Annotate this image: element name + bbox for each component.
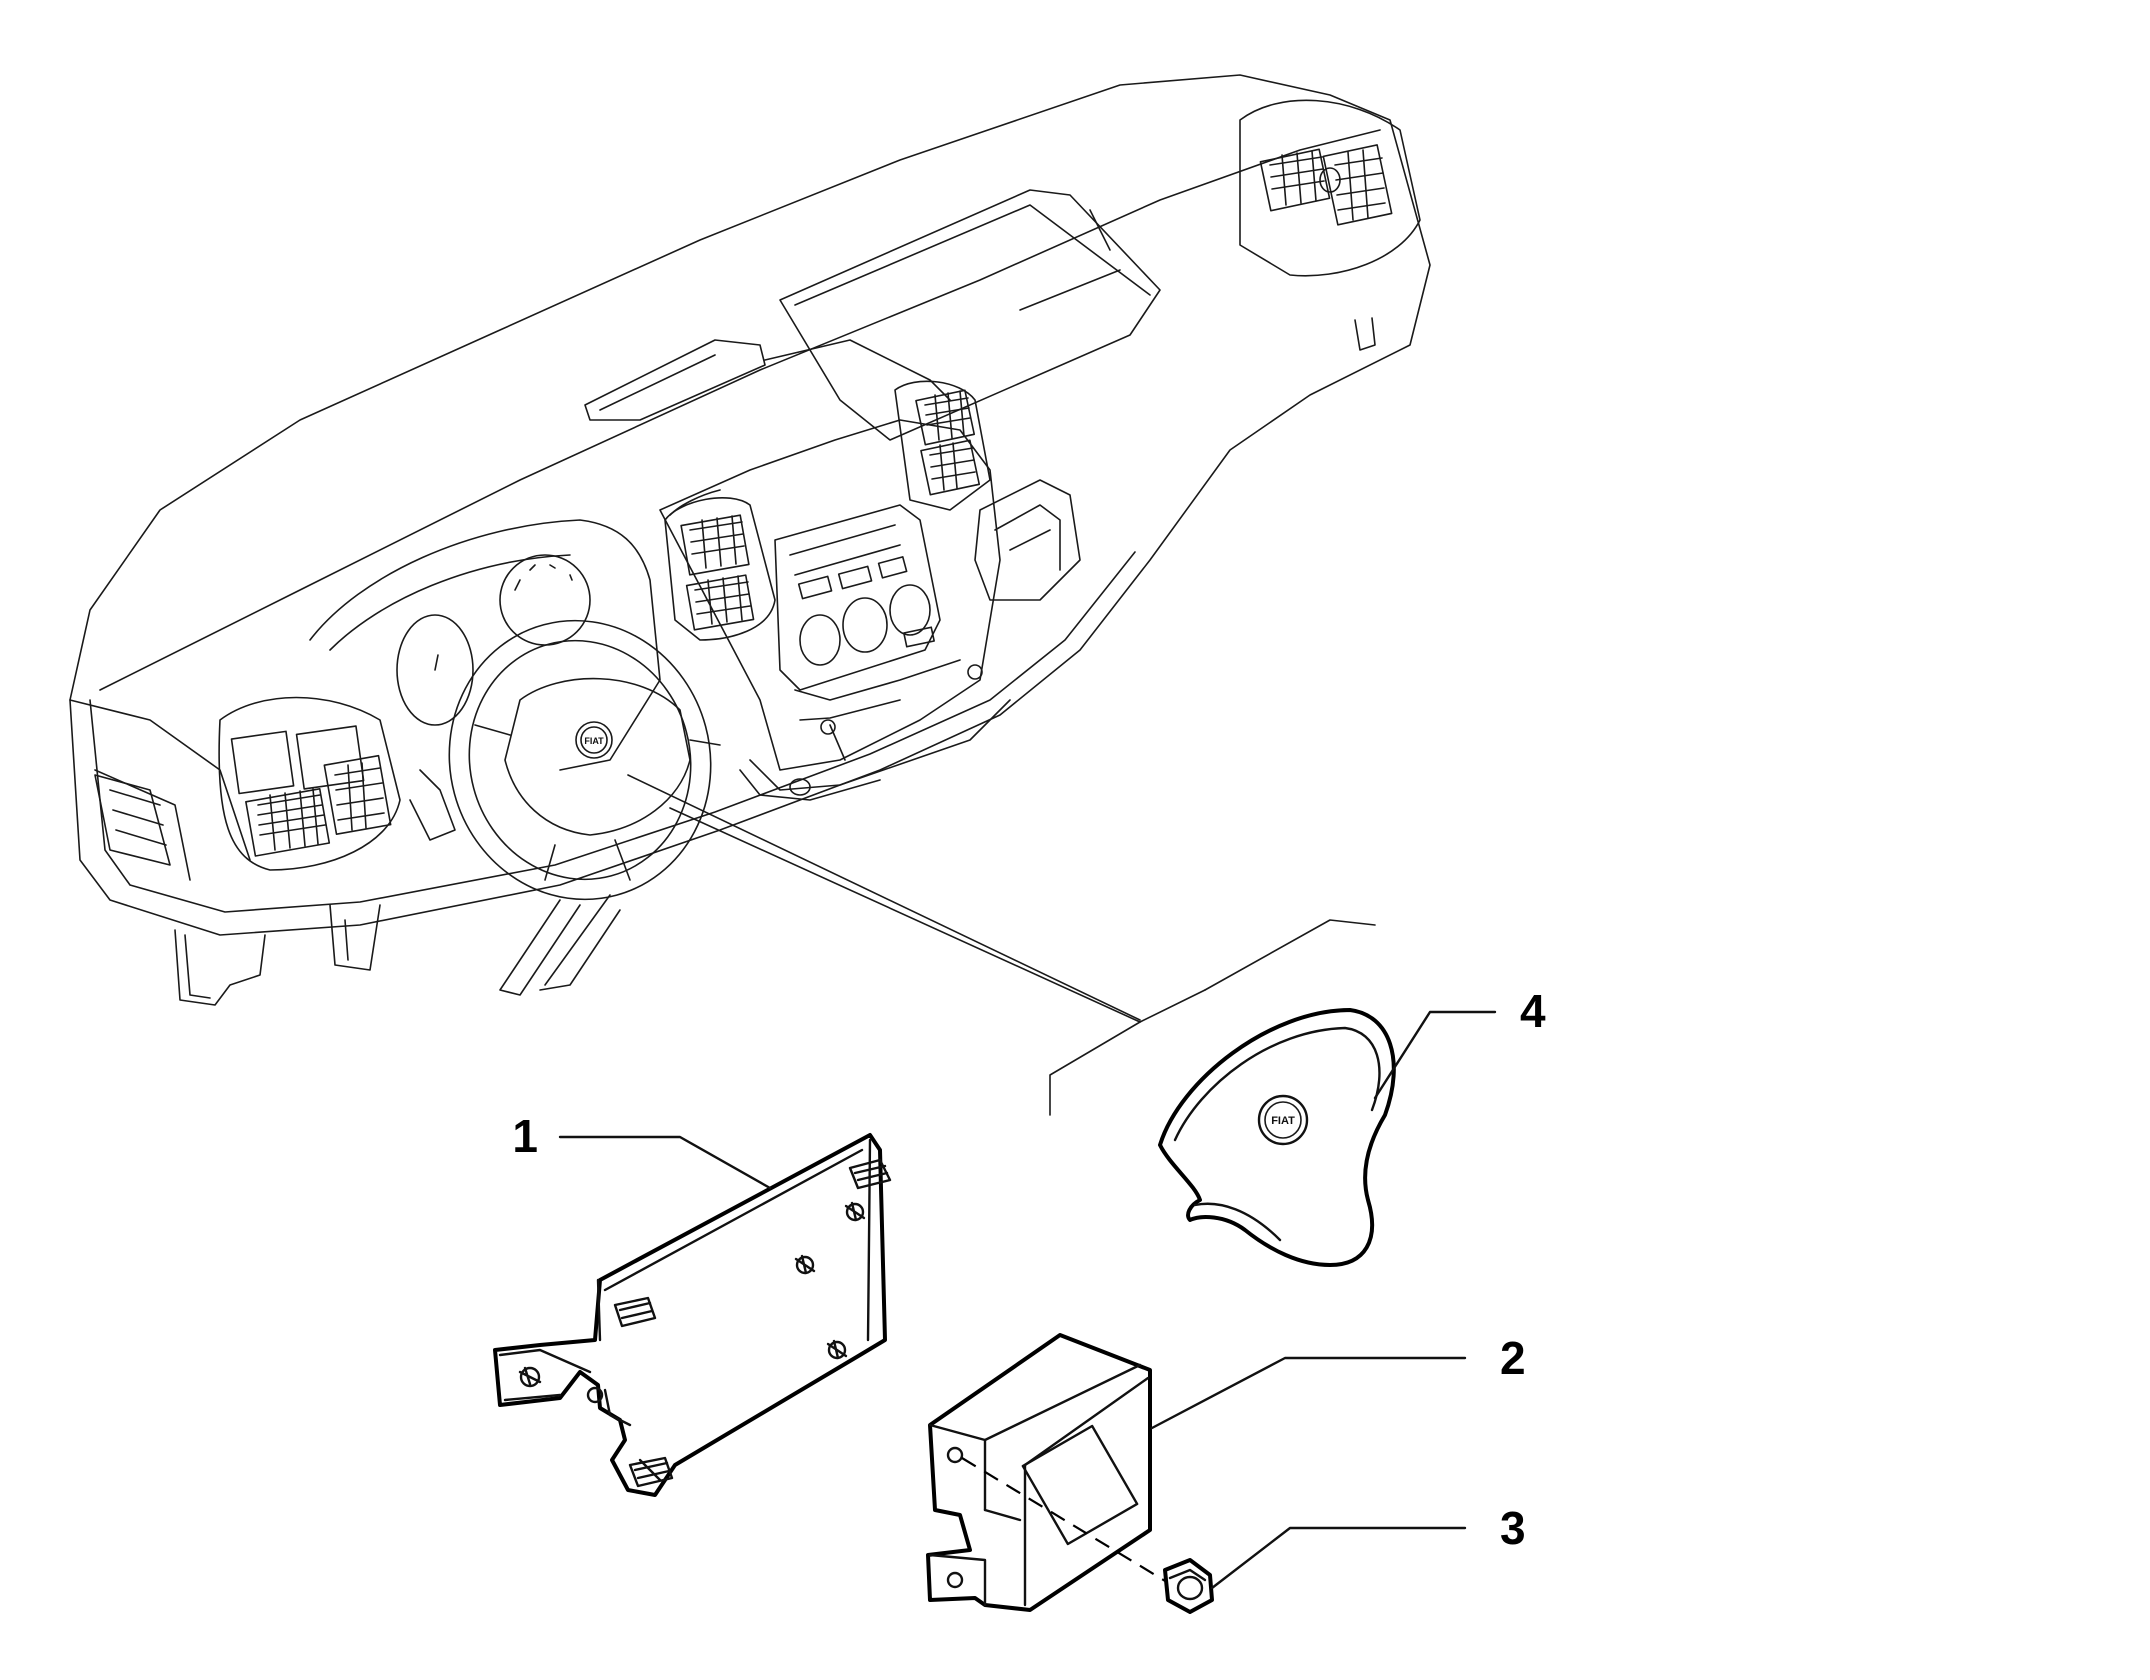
callout-2-label: 2 [1500, 1332, 1526, 1384]
bracket-screw-holes [518, 1201, 866, 1404]
part-1-bracket [493, 1133, 892, 1497]
left-vent-grille [245, 754, 392, 857]
callout-3-label: 3 [1500, 1502, 1526, 1554]
callout-1-label: 1 [512, 1110, 538, 1162]
part-4-airbag-module: FIAT [1158, 1008, 1396, 1267]
bracket-studs [613, 1158, 892, 1488]
callout-1: 1 [512, 1110, 772, 1190]
steering-wheel: FIAT [448, 619, 721, 901]
part-2-airbag-control-unit [926, 1333, 1152, 1612]
center-vent-grilles [664, 380, 991, 641]
callout-4: 4 [1373, 985, 1546, 1100]
part-3-nut [1163, 1558, 1214, 1614]
exploded-view-leader-lines [627, 774, 1376, 1116]
callout-3: 3 [1210, 1502, 1526, 1590]
airbag-badge-text: FIAT [1271, 1115, 1295, 1127]
callout-2: 2 [1150, 1332, 1526, 1430]
dashboard-assembly: FIAT [69, 74, 1431, 1006]
wheel-badge-text: FIAT [584, 736, 604, 746]
callout-4-label: 4 [1520, 985, 1546, 1037]
fastener-axis-dashed [961, 1457, 1181, 1591]
